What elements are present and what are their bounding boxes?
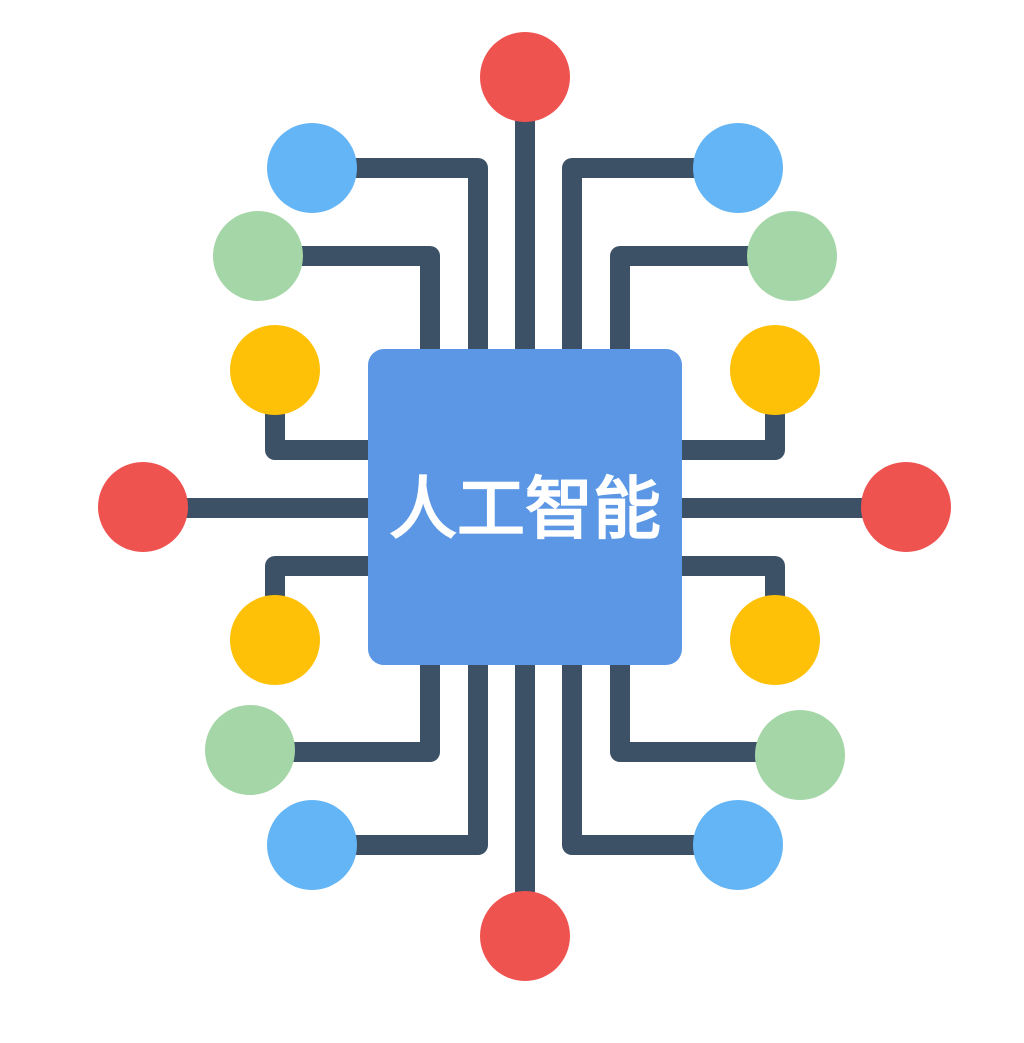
trace-lower-left-blue: [330, 662, 488, 855]
trace-upper-right-green: [610, 246, 780, 352]
trace-upper-left-blue: [330, 158, 488, 352]
lower-right-yellow-node: [730, 595, 820, 685]
trace-lower-right-green: [610, 662, 790, 762]
trace-lower-left-green: [260, 662, 440, 762]
top-red-node: [480, 32, 570, 122]
trace-upper-left-yellow: [265, 402, 370, 460]
chip-label: 人工智能: [389, 471, 661, 550]
circuit-nodes: [98, 32, 951, 981]
lower-left-blue-node: [267, 800, 357, 890]
chip-body: [368, 349, 682, 665]
ai-chip: 人工智能: [368, 349, 682, 665]
trace-lower-right-blue: [562, 662, 710, 855]
upper-left-yellow-node: [230, 325, 320, 415]
lower-right-green-node: [755, 710, 845, 800]
right-red-node: [861, 462, 951, 552]
upper-right-yellow-node: [730, 325, 820, 415]
trace-upper-right-blue: [562, 158, 710, 352]
lower-left-yellow-node: [230, 595, 320, 685]
upper-left-blue-node: [267, 123, 357, 213]
trace-upper-right-yellow: [680, 402, 785, 460]
trace-upper-left-green: [270, 246, 440, 352]
upper-left-green-node: [213, 211, 303, 301]
circuit-traces: [165, 100, 885, 910]
upper-right-blue-node: [693, 123, 783, 213]
upper-right-green-node: [747, 211, 837, 301]
lower-right-blue-node: [693, 800, 783, 890]
left-red-node: [98, 462, 188, 552]
bottom-red-node: [480, 891, 570, 981]
lower-left-green-node: [205, 705, 295, 795]
